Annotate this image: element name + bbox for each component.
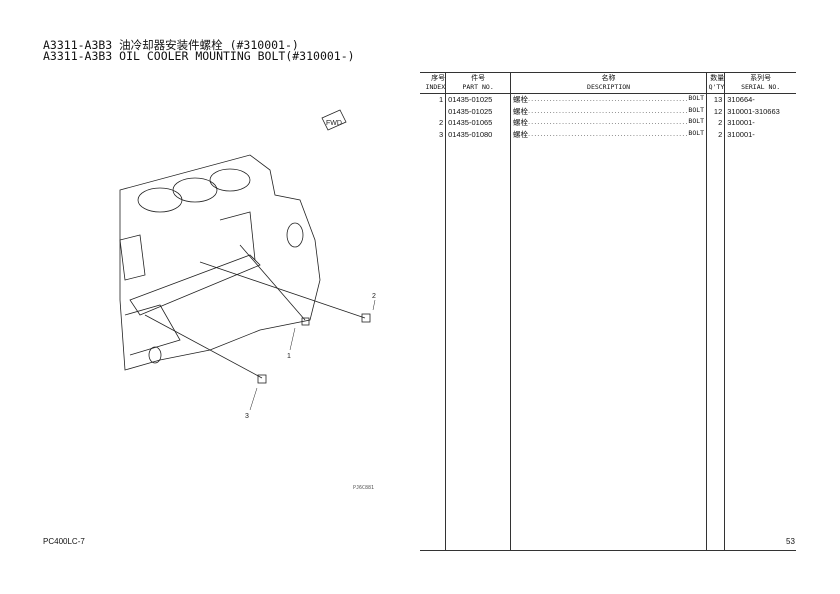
model-label: PC400LC-7 <box>43 537 85 546</box>
table-row: 1 01435-01025 螺栓........................… <box>420 93 796 106</box>
header-serial-cn: 系列号 <box>750 75 772 82</box>
bolts <box>144 244 376 411</box>
page-number: 53 <box>786 537 795 546</box>
desc-cn: 螺栓 <box>513 106 529 116</box>
desc-cn: 螺栓 <box>513 118 529 128</box>
desc-en: BOLT <box>688 117 705 126</box>
cell-index: 1 <box>438 95 444 105</box>
cell-qty: 13 <box>706 93 725 106</box>
cell-description: 螺栓......................................… <box>510 105 707 117</box>
header-desc-en: DESCRIPTION <box>587 83 631 91</box>
cell-serial: 310001- <box>724 128 796 140</box>
desc-cn: 螺栓 <box>513 95 529 105</box>
cell-index <box>420 106 446 118</box>
desc-en: BOLT <box>688 105 705 114</box>
cell-part-no: 01435-01065 <box>445 117 511 129</box>
desc-en: BOLT <box>688 94 705 103</box>
table-row: 3 01435-01080 螺栓........................… <box>420 128 796 140</box>
cell-qty: 2 <box>706 117 725 129</box>
drawing-code: PJ6C881 <box>353 485 375 491</box>
header-index-cn: 序号 <box>431 75 446 82</box>
engine-illustration: FWD 2 1 3 <box>119 109 376 420</box>
header-desc-cn: 名称 <box>601 75 616 82</box>
header-index-en: INDEX <box>425 83 446 91</box>
table-row: 01435-01025 螺栓..........................… <box>420 105 796 118</box>
callout-1: 1 <box>287 353 291 360</box>
cell-description: 螺栓......................................… <box>510 128 707 140</box>
fwd-arrow-icon: FWD <box>321 109 347 131</box>
cell-description: 螺栓......................................… <box>510 93 707 106</box>
page-title-en: A3311-A3B3 OIL COOLER MOUNTING BOLT(#310… <box>43 49 355 63</box>
cell-description: 螺栓......................................… <box>510 117 707 129</box>
cell-serial: 310001-310663 <box>724 105 796 117</box>
cell-part-no: 01435-01025 <box>445 93 511 106</box>
header-part-en: PART NO. <box>462 83 494 91</box>
header-serial-en: SERIAL NO. <box>741 83 781 91</box>
page-title-cn: A3311-A3B3 油冷却器安装件螺栓 (#310001-) <box>43 38 299 52</box>
desc-en: BOLT <box>688 128 705 137</box>
table-row: 2 01435-01065 螺栓........................… <box>420 117 796 129</box>
header-qty-cn: 数量 <box>710 75 725 82</box>
callout-3: 3 <box>245 413 249 420</box>
cell-part-no: 01435-01025 <box>445 105 511 117</box>
callout-2: 2 <box>372 293 376 300</box>
cell-qty: 12 <box>706 105 725 117</box>
cell-qty: 2 <box>706 128 725 140</box>
cell-serial: 310001- <box>724 117 796 129</box>
cell-index: 3 <box>438 129 444 139</box>
cell-part-no: 01435-01080 <box>445 128 511 140</box>
engine-block <box>119 154 321 371</box>
header-part-cn: 件号 <box>471 75 486 82</box>
cell-serial: 310664- <box>724 93 796 106</box>
svg-text:FWD: FWD <box>326 120 342 127</box>
cell-index: 2 <box>438 118 444 128</box>
header-qty-en: Q'TY <box>708 83 725 91</box>
desc-cn: 螺栓 <box>513 129 529 139</box>
table-filler <box>420 140 796 551</box>
